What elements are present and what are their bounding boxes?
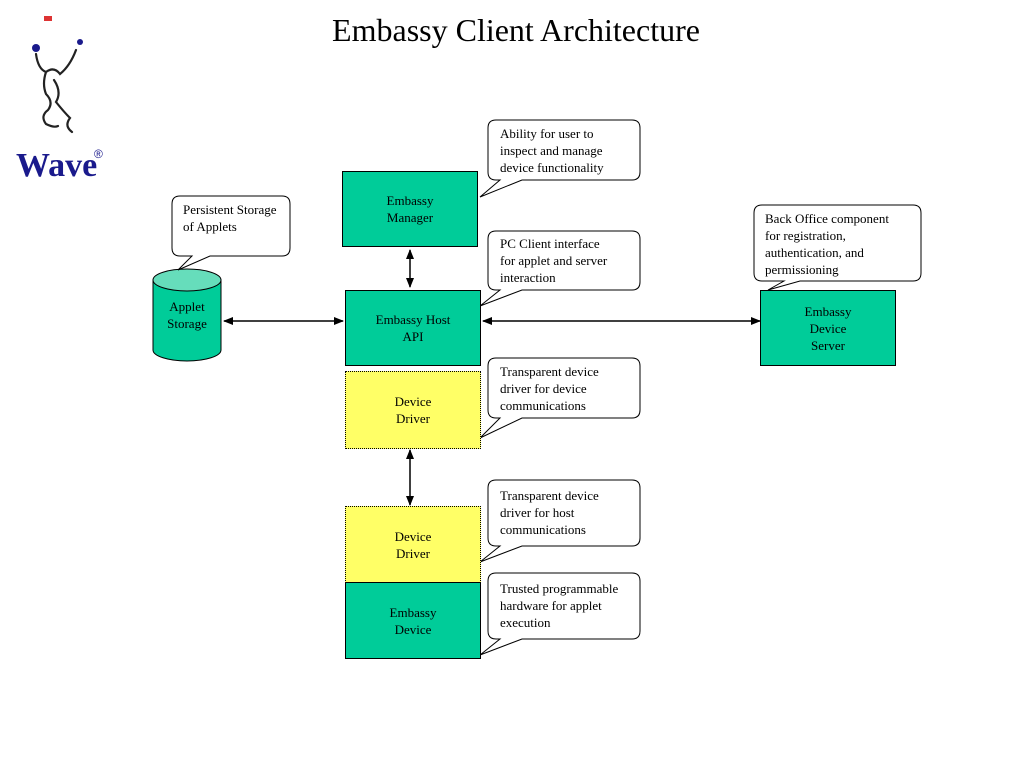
device-driver-upper-label: Device Driver <box>394 394 432 426</box>
callout-device: Trusted programmable hardware for applet… <box>500 581 619 630</box>
applet-storage-label: Applet Storage <box>167 299 207 331</box>
callout-shape-device <box>479 572 641 656</box>
embassy-manager-label: Embassy Manager <box>386 193 434 225</box>
svg-text:®: ® <box>94 147 103 161</box>
page-title: Embassy Client Architecture <box>332 12 700 48</box>
embassy-host-api-label: Embassy Host API <box>375 312 451 344</box>
callout-host-api: PC Client interface for applet and serve… <box>500 236 608 285</box>
logo-text: Wave <box>16 147 97 184</box>
wave-logo: Wave ® <box>16 16 103 184</box>
device-driver-upper-box: Device Driver <box>345 371 481 449</box>
callout-shape-driver-lower <box>479 479 641 563</box>
embassy-device-box: Embassy Device <box>345 582 481 659</box>
embassy-device-server-box: Embassy Device Server <box>760 290 896 366</box>
callout-manager: Ability for user to inspect and manage d… <box>500 126 604 175</box>
callout-shape-hostapi <box>479 230 641 307</box>
embassy-manager-box: Embassy Manager <box>342 171 478 247</box>
applet-storage-cylinder <box>152 268 222 362</box>
logo-flag-icon <box>44 16 52 21</box>
device-driver-lower-label: Device Driver <box>394 528 432 561</box>
callout-driver-upper: Transparent device driver for device com… <box>500 364 599 413</box>
embassy-device-server-label: Embassy Device Server <box>804 303 852 353</box>
callout-shape-server <box>753 204 922 291</box>
device-driver-lower-box: Device Driver <box>345 506 481 583</box>
callout-shape-storage <box>171 195 291 271</box>
callout-shape-manager <box>479 119 641 198</box>
callout-shape-driver-upper <box>479 357 641 439</box>
embassy-host-api-box: Embassy Host API <box>345 290 481 366</box>
callout-server: Back Office component for registration, … <box>765 211 889 277</box>
callout-driver-lower: Transparent device driver for host commu… <box>500 488 599 537</box>
embassy-device-label: Embassy Device <box>389 604 437 637</box>
callout-storage: Persistent Storage of Applets <box>183 202 277 234</box>
